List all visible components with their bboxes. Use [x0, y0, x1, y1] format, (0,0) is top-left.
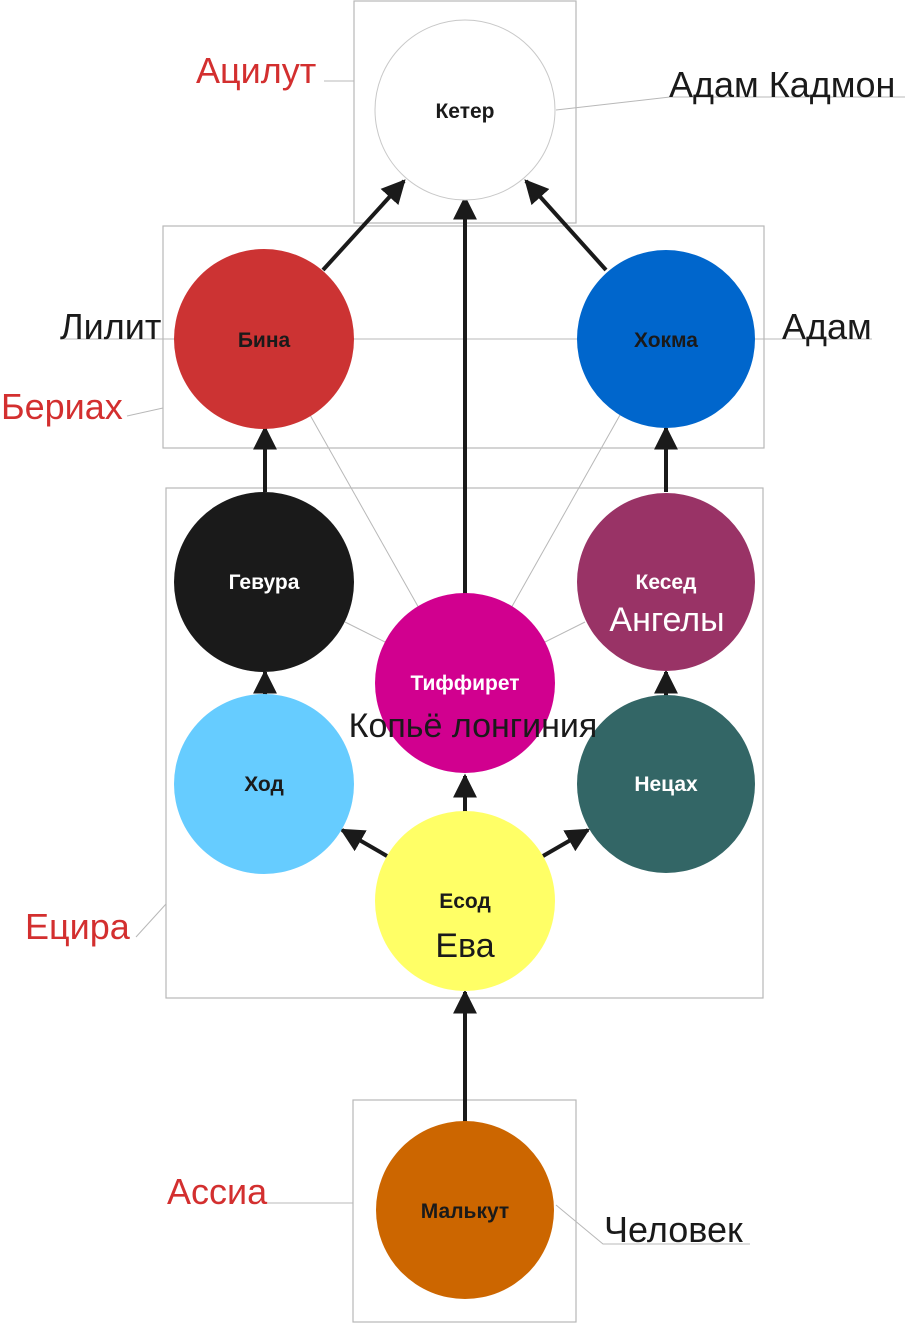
assiah-label: Ассиа — [167, 1171, 268, 1212]
gevurah-tiferet-line — [344, 621, 386, 643]
node-hod: Ход — [174, 694, 354, 874]
node-tiferet: Тиффирет — [375, 593, 555, 773]
tiferet-label: Тиффирет — [410, 672, 519, 695]
keter-circle — [374, 19, 556, 201]
arrow-binah-keter — [321, 179, 406, 272]
arrow-yesod-netzach — [541, 828, 591, 858]
netzach-circle — [577, 695, 755, 873]
chesed-label: Кесед — [636, 571, 697, 594]
yetzirah-leader — [135, 903, 167, 938]
chokhmah-label: Хокма — [634, 329, 698, 352]
malkhut-label: Малькут — [421, 1200, 509, 1223]
eve-label: Ева — [435, 927, 494, 965]
node-gevurah: Гевура — [174, 492, 354, 672]
binah-circle — [174, 249, 354, 429]
lilith-label: Лилит — [60, 306, 161, 347]
chokhmah-tiferet-line — [509, 414, 621, 611]
malkhut-circle — [376, 1121, 554, 1299]
hod-circle — [174, 694, 354, 874]
yesod-circle — [375, 811, 555, 991]
arrow-chokhmah-keter — [524, 179, 608, 272]
beriah-leader — [126, 407, 164, 417]
binah-tiferet-line — [309, 414, 421, 611]
gevurah-circle — [174, 492, 354, 672]
angels-label: Ангелы — [609, 601, 724, 639]
human-label: Человек — [604, 1209, 743, 1250]
arrows — [253, 179, 678, 1122]
node-netzach: Нецах — [577, 695, 755, 873]
spear-label: Копьё лонгиния — [349, 707, 598, 745]
node-keter: Кетер — [374, 19, 556, 201]
hod-label: Ход — [244, 773, 284, 796]
yetzirah-label: Ецира — [25, 906, 131, 947]
arrow-yesod-hod — [339, 828, 389, 858]
node-binah: Бина — [174, 249, 354, 429]
yesod-label: Есод — [439, 890, 491, 913]
figure-labels: Адам Кадмон Лилит Адам Человек — [60, 64, 895, 1250]
atzilut-label: Ацилут — [196, 50, 316, 91]
node-yesod: Есод Ева — [375, 811, 555, 991]
beriah-label: Бериах — [1, 386, 123, 427]
chesed-circle — [577, 493, 755, 671]
netzach-label: Нецах — [634, 773, 698, 796]
binah-label: Бина — [238, 329, 291, 352]
keter-label: Кетер — [435, 100, 494, 123]
tiferet-circle — [375, 593, 555, 773]
adam-label: Адам — [782, 306, 872, 347]
nodes: Кетер Бина Хокма Гевура Кесед Ангелы Ход… — [174, 19, 755, 1299]
adam-kadmon-label: Адам Кадмон — [669, 64, 895, 105]
chokhmah-circle — [577, 250, 755, 428]
adam-kadmon-leader — [555, 96, 905, 111]
node-chokhmah: Хокма — [577, 250, 755, 428]
node-chesed: Кесед Ангелы — [577, 493, 755, 671]
chesed-tiferet-line — [544, 621, 586, 643]
node-malkhut: Малькут — [376, 1121, 554, 1299]
human-leader — [555, 1204, 750, 1245]
gevurah-label: Гевура — [229, 571, 300, 594]
world-labels: Ацилут Бериах Ецира Ассиа — [1, 50, 316, 1212]
